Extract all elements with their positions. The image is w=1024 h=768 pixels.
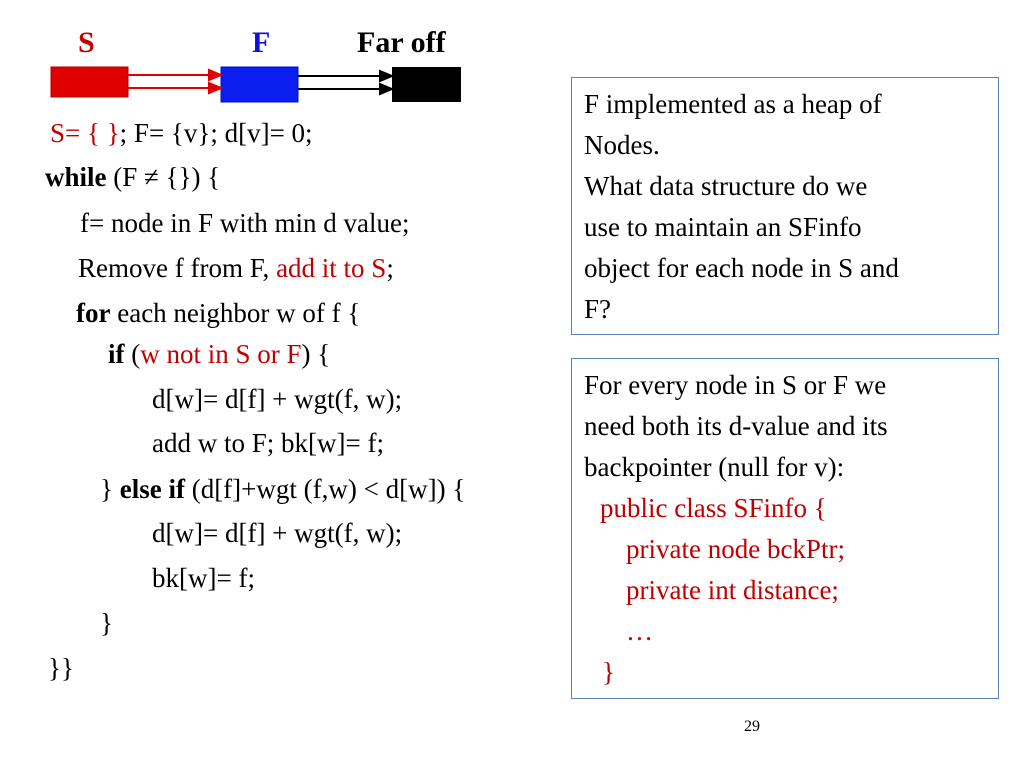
code-remove-text: Remove f from F, [78,253,277,283]
keyword-while: while [45,162,107,192]
code-line-close-outer: }} [48,653,74,683]
s-label: S [78,26,95,59]
f-to-far-arrows [298,69,395,96]
question-line: object for each node in S and [584,253,899,283]
question-box: F implemented as a heap of Nodes. What d… [571,77,999,335]
code-line-select-min: f= node in F with min d value; [80,208,410,238]
code-if-condition: w not in S or F [140,339,302,369]
code-add-to-s: add it to S [276,253,387,283]
answer-line: backpointer (null for v): [584,452,845,482]
code-line-close-inner: } [100,608,113,638]
keyword-else-if: else if [119,474,185,504]
answer-code-line: … [626,616,653,646]
page-number: 29 [744,718,760,735]
code-if-close: ) { [301,339,331,369]
far-off-label: Far off [357,26,446,59]
code-line-while: while (F ≠ {}) { [45,162,220,192]
code-line-set-dw: d[w]= d[f] + wgt(f, w); [152,384,403,414]
code-s-assign: S= [50,118,81,148]
code-line-init: S= { }; F= {v}; d[v]= 0; [50,118,313,148]
code-line-add-w: add w to F; bk[w]= f; [152,428,384,458]
question-line: What data structure do we [584,171,868,201]
code-while-rest: (F ≠ {}) { [106,162,221,192]
code-init-rest: ; F= {v}; d[v]= 0; [119,118,313,148]
code-line-remove: Remove f from F, add it to S; [78,253,394,283]
keyword-if: if [108,339,125,369]
code-if-open: ( [124,339,141,369]
code-for-rest: each neighbor w of f { [110,298,361,328]
code-empty-set: { } [87,118,120,148]
question-line: Nodes. [584,130,660,160]
far-off-block [392,67,461,102]
s-to-f-arrows [128,68,224,95]
code-else-if-rest: (d[f]+wgt (f,w) < d[w]) { [184,474,466,504]
f-label: F [252,26,271,59]
answer-code-line: } [602,657,615,687]
code-else-brace: } [100,474,120,504]
answer-code-line: private int distance; [626,575,839,605]
code-line-update-bk: bk[w]= f; [152,563,255,593]
code-line-update-dw: d[w]= d[f] + wgt(f, w); [152,518,403,548]
answer-line: For every node in S or F we [584,370,887,400]
set-diagram [50,66,461,103]
f-set-block [220,66,299,103]
code-remove-end: ; [386,253,394,283]
question-text: F implemented as a heap of Nodes. What d… [584,84,899,330]
answer-line: need both its d-value and its [584,411,888,441]
question-line: use to maintain an SFinfo [584,212,862,242]
question-line: F implemented as a heap of [584,89,882,119]
answer-box: For every node in S or F we need both it… [571,358,999,699]
answer-code-line: private node bckPtr; [626,534,845,564]
code-line-if: if (w not in S or F) { [108,339,330,369]
answer-text: For every node in S or F we need both it… [584,365,888,693]
answer-code-line: public class SFinfo { [600,493,827,523]
keyword-for: for [76,298,111,328]
code-line-for: for each neighbor w of f { [76,298,360,328]
question-line: F? [584,294,611,324]
s-set-block [50,66,129,98]
code-line-else-if: } else if (d[f]+wgt (f,w) < d[w]) { [100,474,465,504]
